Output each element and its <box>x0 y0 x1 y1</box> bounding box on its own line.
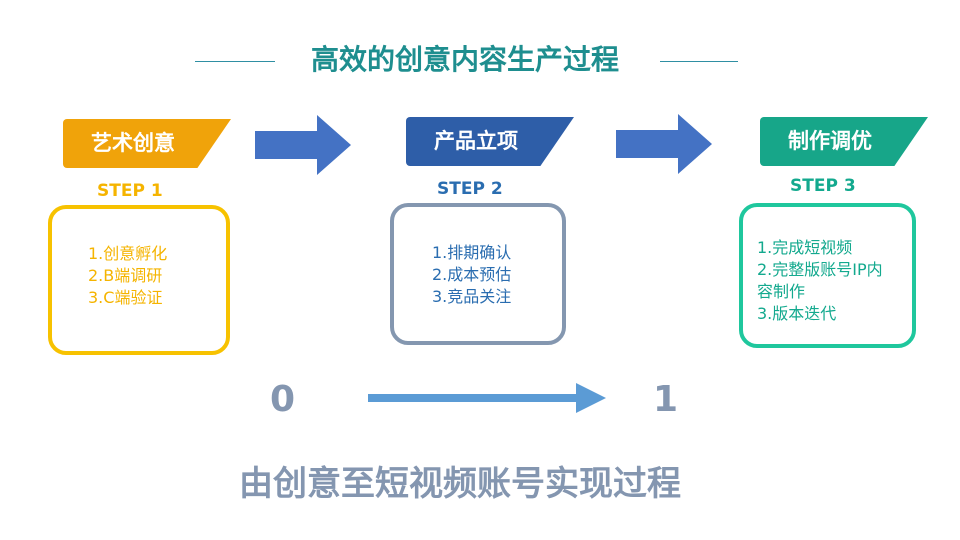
stage-3-step-label: STEP 3 <box>790 176 856 196</box>
stage-1-item-2: 2.B端调研 <box>88 266 163 285</box>
stage-3-item-2: 2.完整版账号IP内 <box>757 260 883 279</box>
bottom-subtitle: 由创意至短视频账号实现过程 <box>239 464 681 504</box>
stage-2-item-1: 1.排期确认 <box>432 243 512 262</box>
progress-arrow <box>368 383 606 413</box>
stage-3-tab-label: 制作调优 <box>788 129 872 153</box>
stage-1-card <box>48 205 230 355</box>
flow-arrow-2 <box>616 114 712 174</box>
stage-2-step-label: STEP 2 <box>437 179 503 199</box>
stage-3-item-4: 3.版本迭代 <box>757 304 837 323</box>
stage-1-item-1: 1.创意孵化 <box>88 244 168 263</box>
stage-1-tab-label: 艺术创意 <box>91 131 175 155</box>
stage-2-tab: 产品立项 <box>406 117 574 166</box>
title-rule-right <box>660 61 738 62</box>
stage-3-item-1: 1.完成短视频 <box>757 238 853 257</box>
stage-2-tab-label: 产品立项 <box>434 129 518 153</box>
title-rule-left <box>195 61 275 62</box>
stage-2-item-2: 2.成本预估 <box>432 265 512 284</box>
stage-2-card <box>390 203 566 345</box>
stage-1-step-label: STEP 1 <box>97 181 163 201</box>
progress-end: 1 <box>653 379 679 420</box>
flow-arrow-1 <box>255 115 351 175</box>
stage-3-card <box>739 203 916 348</box>
stage-3-tab: 制作调优 <box>760 117 928 166</box>
stage-1-item-3: 3.C端验证 <box>88 288 163 307</box>
progress-start: 0 <box>270 379 296 420</box>
page-title: 高效的创意内容生产过程 <box>310 43 619 76</box>
stage-2-item-3: 3.竞品关注 <box>432 287 512 306</box>
stage-1-tab: 艺术创意 <box>63 119 231 168</box>
stage-3-item-3: 容制作 <box>757 282 806 301</box>
